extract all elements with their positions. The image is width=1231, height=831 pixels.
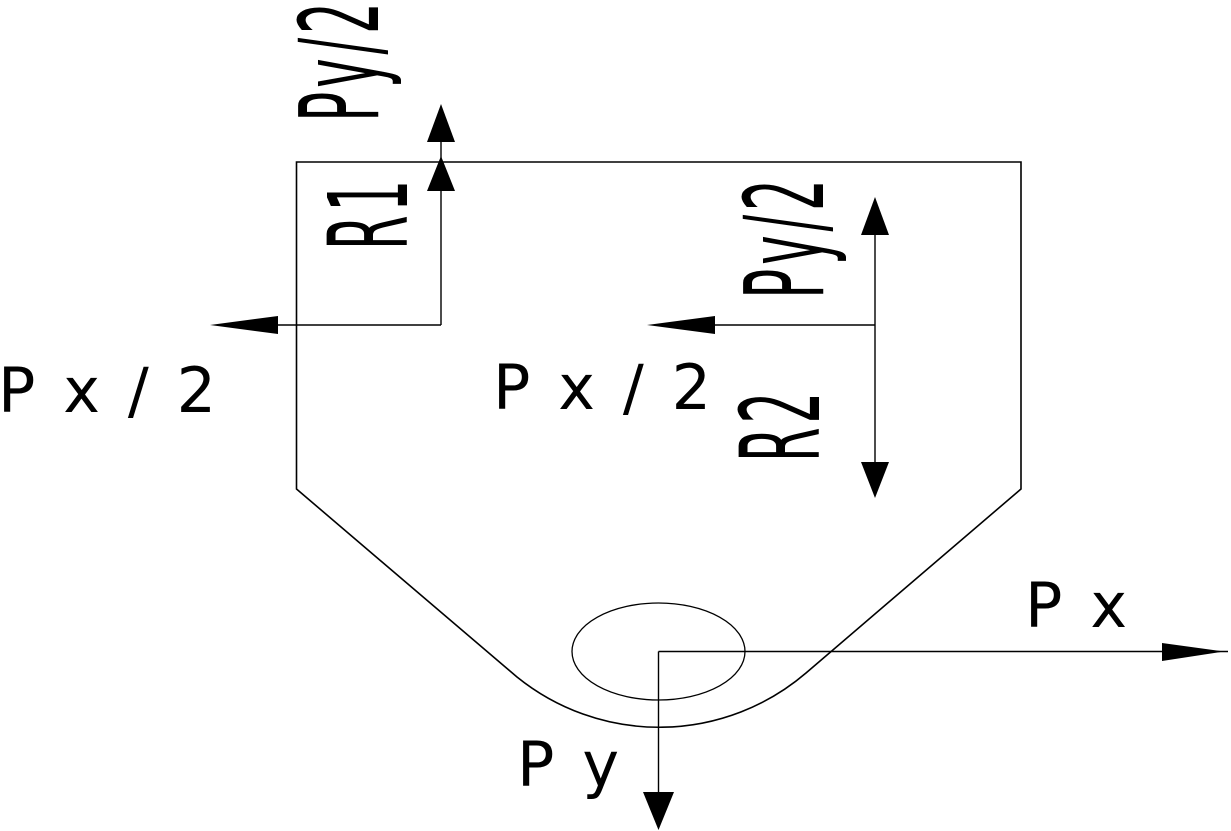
plate-outline: [295, 161, 1022, 729]
label-py2-top: Py/2: [276, 0, 404, 122]
px-arrowhead-right: [1162, 643, 1224, 661]
r1-arrowhead-up: [427, 156, 455, 191]
label-r1: R1: [305, 176, 433, 250]
r1-reaction-arrow: [276, 188, 442, 326]
label-py2-right: Py/2: [721, 175, 849, 299]
px2-mid-arrowhead: [647, 316, 715, 334]
py-arrowhead-down: [643, 792, 674, 830]
py2-top-arrowhead: [427, 104, 455, 142]
px2-left-arrowhead: [210, 316, 278, 334]
r2-reaction-arrow: [713, 232, 876, 464]
label-px: Px: [1025, 569, 1155, 642]
label-px2-mid: Px/2: [492, 351, 740, 424]
r2-arrowhead-down: [861, 462, 889, 498]
label-px2-left: Px/2: [0, 354, 245, 427]
label-py: Py: [517, 728, 647, 801]
label-r2: R2: [717, 388, 845, 462]
r2-arrowhead-up: [861, 197, 889, 235]
